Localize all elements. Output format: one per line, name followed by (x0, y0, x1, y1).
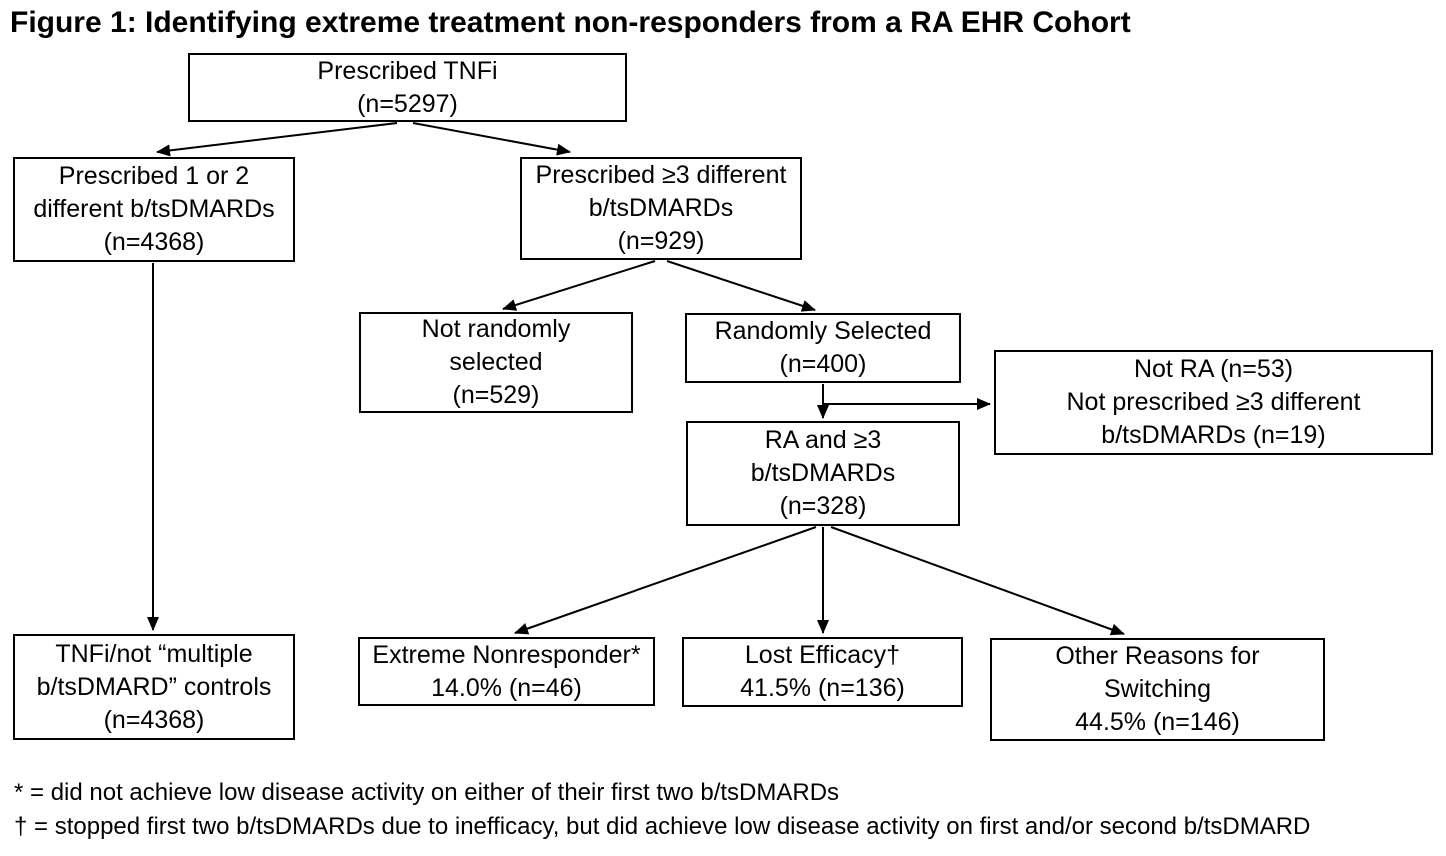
node-controls: TNFi/not “multiple b/tsDMARD” controls (… (13, 634, 295, 740)
node-prescribed-tnfi: Prescribed TNFi (n=5297) (188, 53, 627, 122)
node-other-reasons: Other Reasons for Switching 44.5% (n=146… (990, 638, 1325, 741)
node-extreme-nonresponder: Extreme Nonresponder* 14.0% (n=46) (358, 637, 655, 706)
arrow-three-plus-to-not-random (502, 260, 656, 311)
figure-title: Figure 1: Identifying extreme treatment … (10, 6, 1131, 39)
footnote-asterisk: * = did not achieve low disease activity… (14, 779, 840, 806)
arrow-tnfi-to-one-or-two (156, 122, 398, 157)
arrow-tnfi-to-three-plus (412, 122, 571, 156)
arrow-three-plus-to-random (666, 260, 816, 312)
node-excluded: Not RA (n=53) Not prescribed ≥3 differen… (994, 350, 1433, 455)
node-lost-efficacy: Lost Efficacy† 41.5% (n=136) (682, 637, 963, 707)
node-randomly-selected: Randomly Selected (n=400) (685, 313, 961, 383)
footnote-dagger: † = stopped first two b/tsDMARDs due to … (14, 813, 1311, 840)
node-not-randomly-selected: Not randomly selected (n=529) (359, 312, 633, 413)
arrow-ra-to-extreme (514, 526, 817, 635)
node-ra-three-plus: RA and ≥3 b/tsDMARDs (n=328) (686, 421, 960, 526)
node-three-plus-dmards: Prescribed ≥3 different b/tsDMARDs (n=92… (520, 157, 802, 260)
node-one-or-two-dmards: Prescribed 1 or 2 different b/tsDMARDs (… (13, 157, 295, 262)
arrow-ra-to-other (830, 526, 1125, 636)
